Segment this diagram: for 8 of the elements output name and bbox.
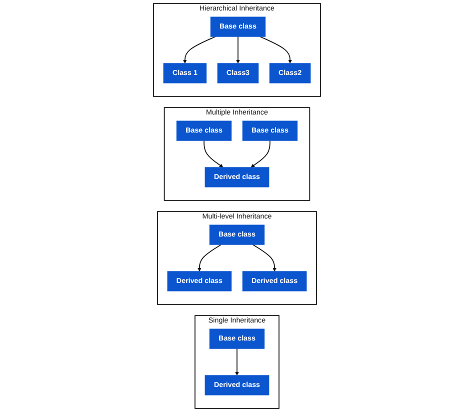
arrow — [250, 140, 270, 168]
arrow — [235, 348, 239, 376]
arrow — [204, 140, 224, 168]
arrow — [236, 36, 240, 64]
arrow — [260, 36, 292, 64]
arrow — [198, 244, 222, 272]
arrow — [252, 244, 276, 272]
arrow — [183, 36, 216, 64]
